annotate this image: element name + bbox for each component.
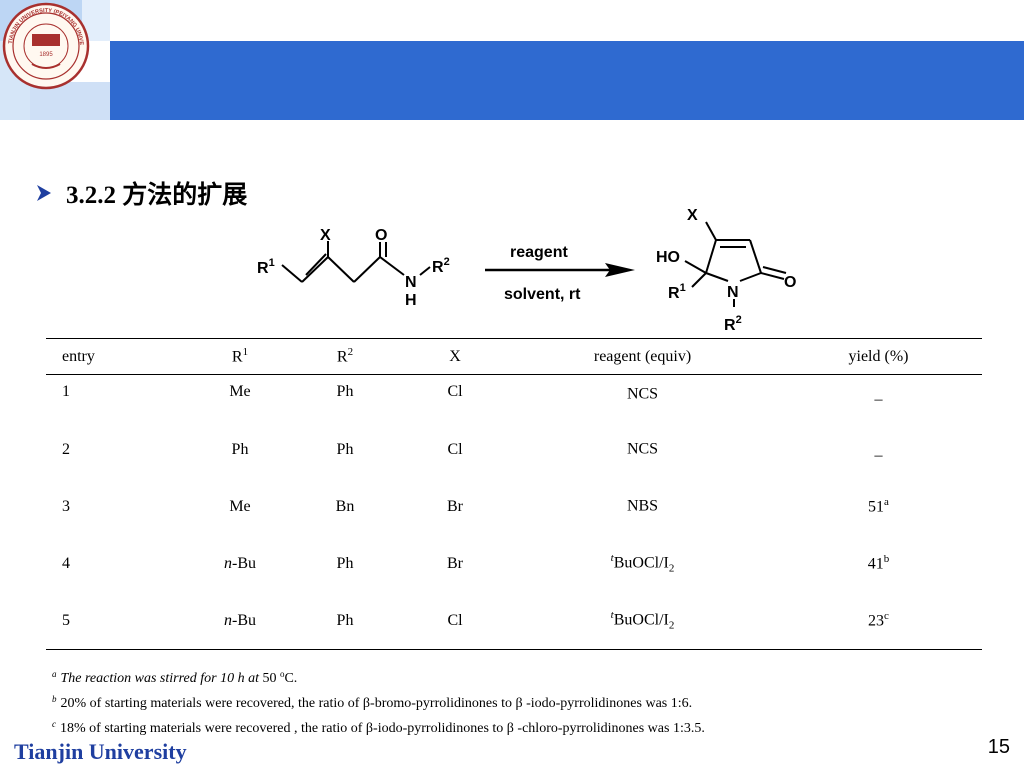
product-o: O — [784, 274, 796, 291]
reactant-n: N — [405, 274, 417, 291]
table-row: 2 Ph Ph Cl NCS _ — [46, 421, 982, 478]
cell-r2: Ph — [336, 440, 354, 458]
table-row: 4 n-Bu Ph Br tBuOCl/I2 41b — [46, 535, 982, 592]
reactant-r1: R1 — [257, 257, 275, 277]
header-reagent: reagent (equiv) — [510, 338, 775, 375]
table-header-row: entry R1 R2 X reagent (equiv) yield (%) — [46, 338, 982, 375]
results-table: entry R1 R2 X reagent (equiv) yield (%) … — [46, 338, 982, 650]
arrow-label-solvent: solvent, rt — [504, 286, 581, 303]
product-r1: R1 — [668, 282, 686, 302]
header-r1: R1 — [190, 338, 290, 375]
cell-r2: Ph — [336, 554, 354, 572]
header-yield: yield (%) — [775, 338, 982, 375]
cell-x: Cl — [447, 383, 463, 400]
reactant-o: O — [375, 227, 387, 244]
cell-r1: Me — [229, 383, 251, 400]
cell-x: Cl — [400, 592, 510, 650]
product-ho: HO — [656, 249, 680, 266]
cell-r2: Ph — [290, 592, 400, 650]
header-top-strip — [110, 0, 1024, 41]
cell-entry: 3 — [62, 497, 70, 515]
table-row: 1 Me Ph Cl NCS _ — [46, 375, 982, 422]
cell-yield: 41b — [867, 553, 890, 573]
table-row: 5 n-Bu Ph Cl tBuOCl/I2 23c — [46, 592, 982, 650]
svg-text:1895: 1895 — [39, 52, 53, 58]
title-text: 3.2.2 方法的扩展 — [66, 182, 248, 209]
cell-r1: Ph — [231, 440, 249, 458]
cell-x: Br — [447, 554, 463, 572]
slide-title: 3.2.2 方法的扩展 — [34, 176, 247, 210]
cell-r2: Bn — [335, 497, 355, 515]
table-row: 3 Me Bn Br NBS 51a — [46, 478, 982, 535]
cell-reagent: NCS — [626, 440, 659, 458]
product-r2: R2 — [724, 314, 742, 334]
reactant-x: X — [320, 227, 331, 244]
cell-entry: 1 — [62, 383, 70, 400]
product-x: X — [687, 207, 698, 224]
footer-university: Tianjin University — [14, 739, 187, 764]
cell-reagent: tBuOCl/I2 — [510, 592, 775, 650]
reactant-h: H — [405, 292, 417, 309]
header-r2: R2 — [290, 338, 400, 375]
cell-reagent: tBuOCl/I2 — [610, 552, 675, 575]
cell-r2: Ph — [336, 383, 354, 400]
cell-r1: Me — [229, 497, 251, 515]
cell-reagent: NBS — [626, 497, 659, 515]
cell-entry: 4 — [62, 554, 70, 572]
cell-yield: 51a — [868, 496, 889, 516]
reactant-r2: R2 — [432, 256, 450, 276]
reaction-scheme: R1 X O N H R2 reagent solvent, rt X HO R… — [257, 207, 796, 334]
product-structure — [684, 221, 787, 307]
product-n: N — [727, 284, 739, 301]
cell-yield: 23c — [775, 592, 982, 650]
reaction-arrow — [485, 263, 635, 277]
header-band — [110, 41, 1024, 120]
cell-r1: n-Bu — [190, 592, 290, 650]
cell-r1: n-Bu — [224, 554, 256, 572]
cell-x: Br — [447, 497, 463, 515]
cell-reagent: NCS — [626, 385, 659, 403]
arrow-bullet-icon — [37, 185, 51, 201]
cell-entry: 5 — [46, 592, 190, 650]
page-number: 15 — [987, 736, 1010, 758]
reactant-structure — [281, 241, 431, 283]
cell-x: Cl — [447, 440, 463, 458]
arrow-label-reagent: reagent — [510, 244, 568, 261]
cell-yield: _ — [874, 441, 883, 459]
cell-entry: 2 — [62, 440, 70, 458]
header-x: X — [400, 338, 510, 375]
cell-yield: _ — [874, 385, 883, 403]
header-entry: entry — [46, 338, 190, 375]
university-seal-icon: TIANJIN UNIVERSITY (PEIYANG UNIVERSITY) … — [2, 2, 90, 90]
